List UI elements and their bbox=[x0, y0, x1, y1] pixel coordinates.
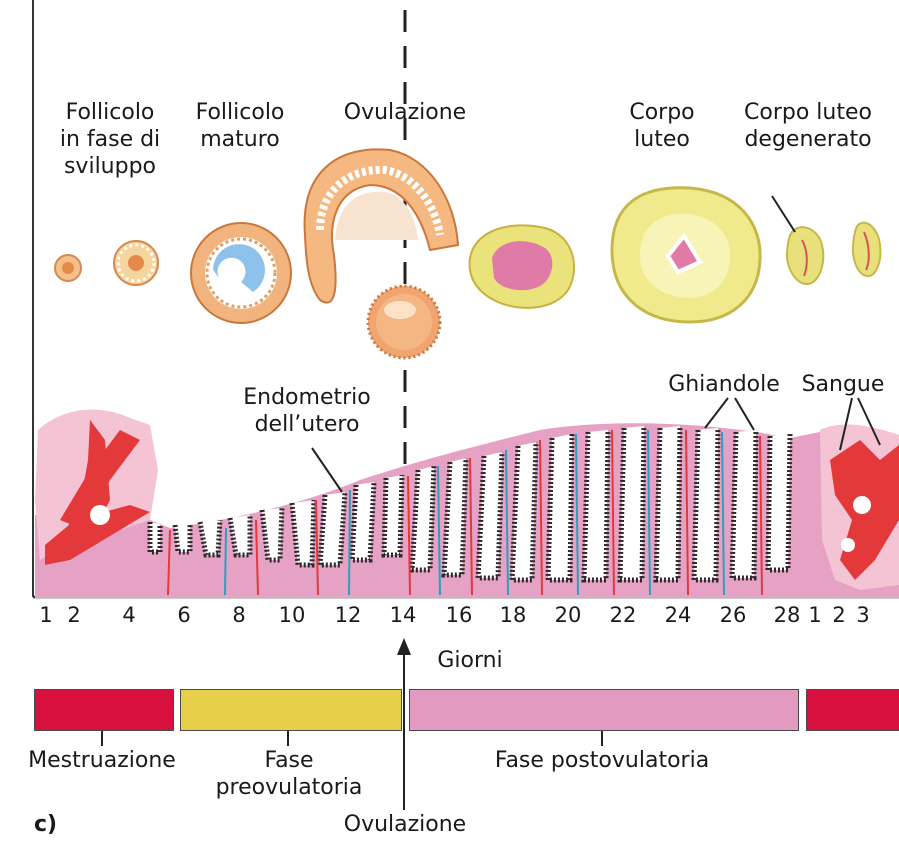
day-label: 22 bbox=[610, 603, 637, 627]
day-label: 2 bbox=[67, 603, 80, 627]
ovulating-follicle bbox=[305, 149, 458, 302]
label-corpus-luteum-degenerate: Corpo luteo degenerato bbox=[728, 99, 888, 153]
label-endometrium: Endometrio dell’utero bbox=[222, 384, 392, 438]
follicle-small-1 bbox=[55, 255, 81, 281]
follicle-mature bbox=[191, 223, 291, 323]
phase-bar-menstruation-next bbox=[806, 689, 899, 731]
axis-label-days: Giorni bbox=[420, 647, 520, 674]
day-label: 18 bbox=[500, 603, 527, 627]
phase-bar-menstruation bbox=[34, 689, 174, 731]
label-menstruation: Mestruazione bbox=[12, 747, 192, 774]
degenerating-corpus-luteum-2 bbox=[853, 223, 880, 276]
label-glands: Ghiandole bbox=[664, 371, 784, 398]
degenerated-pointer-line bbox=[772, 196, 795, 232]
day-label: 20 bbox=[555, 603, 582, 627]
day-label: 3 bbox=[856, 603, 869, 627]
day-label: 16 bbox=[446, 603, 473, 627]
label-ovulation-bottom: Ovulazione bbox=[325, 811, 485, 838]
day-label: 26 bbox=[720, 603, 747, 627]
degenerating-corpus-luteum-1 bbox=[787, 227, 823, 284]
menstrual-blood-right bbox=[820, 425, 899, 590]
label-corpus-luteum: Corpo luteo bbox=[612, 99, 712, 153]
day-label: 10 bbox=[279, 603, 306, 627]
label-follicle-mature: Follicolo maturo bbox=[180, 99, 300, 153]
day-label: 4 bbox=[122, 603, 135, 627]
day-label: 14 bbox=[390, 603, 417, 627]
label-ovulation-top: Ovulazione bbox=[330, 99, 480, 126]
phase-bar-postovulatory bbox=[409, 689, 799, 731]
day-label: 6 bbox=[177, 603, 190, 627]
label-postovulatory: Fase postovulatoria bbox=[470, 747, 734, 774]
label-follicle-developing: Follicolo in fase di sviluppo bbox=[45, 99, 175, 180]
day-label: 2 bbox=[832, 603, 845, 627]
day-label: 12 bbox=[335, 603, 362, 627]
label-preovulatory: Fase preovulatoria bbox=[196, 747, 382, 801]
day-label: 28 bbox=[774, 603, 801, 627]
day-label: 1 bbox=[39, 603, 52, 627]
endometrium-pointer-line bbox=[312, 448, 342, 492]
phase-bar-preovulatory bbox=[180, 689, 402, 731]
early-corpus-luteum bbox=[470, 225, 574, 308]
day-label: 8 bbox=[232, 603, 245, 627]
day-label: 24 bbox=[665, 603, 692, 627]
follicle-small-2 bbox=[114, 241, 158, 285]
label-blood: Sangue bbox=[790, 371, 896, 398]
released-oocyte bbox=[368, 286, 440, 358]
panel-label: c) bbox=[34, 812, 57, 837]
corpus-luteum bbox=[612, 188, 760, 322]
day-label: 1 bbox=[808, 603, 821, 627]
glands-pointer-lines bbox=[705, 398, 754, 430]
